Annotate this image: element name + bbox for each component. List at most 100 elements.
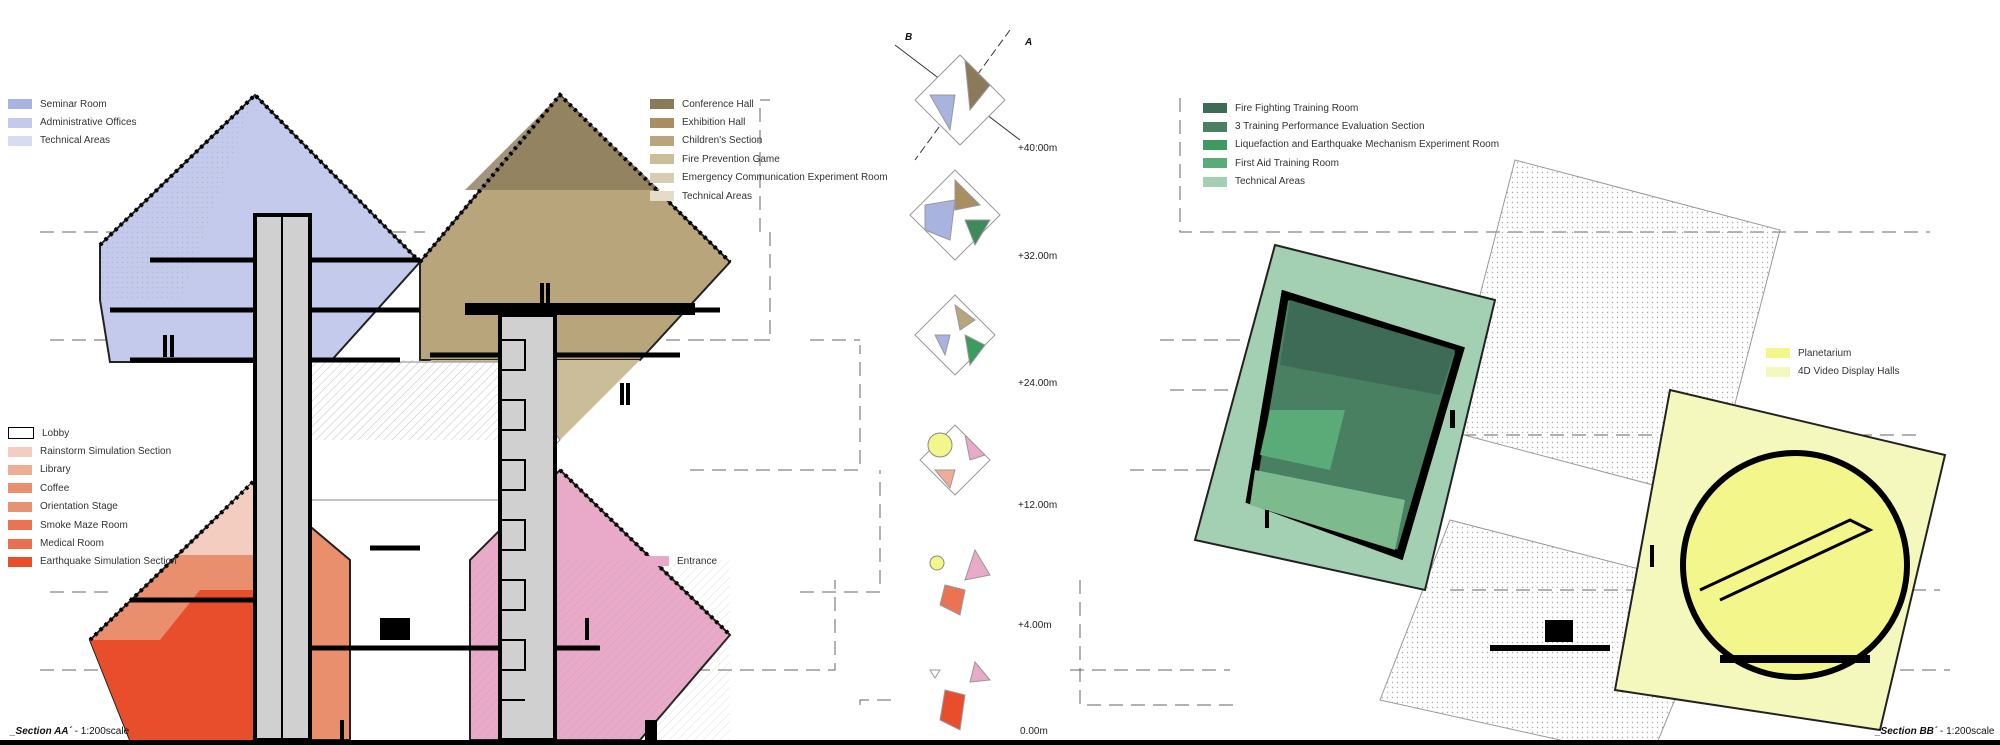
- section-bb-caption: _Section BB´ - 1:200scale: [1875, 726, 1995, 737]
- legend-item: Coffee: [8, 479, 177, 497]
- legend-label: Fire Fighting Training Room: [1235, 102, 1359, 114]
- level-label-40: +40:00m: [1018, 143, 1058, 154]
- legend-label: Technical Areas: [682, 190, 753, 202]
- legend-label: Smoke Maze Room: [40, 519, 128, 531]
- legend-label: 4D Video Display Halls: [1798, 366, 1900, 378]
- legend-label: Emergency Communication Experiment Room: [682, 172, 888, 184]
- level-label-24: +24.00m: [1018, 378, 1058, 389]
- legend-pink: Entrance: [645, 552, 717, 570]
- axis-label-a: A: [1025, 37, 1033, 48]
- legend-item: Fire Prevention Game: [650, 150, 888, 168]
- legend-swatch: [8, 427, 34, 440]
- section-aa-scale: - 1:200scale: [71, 726, 130, 737]
- section-aa-caption: _Section AA´ - 1:200scale: [10, 726, 129, 737]
- level-label-12: +12.00m: [1018, 500, 1058, 511]
- legend-swatch: [8, 520, 32, 531]
- legend-item: Fire Fighting Training Room: [1203, 99, 1499, 117]
- people-silhouettes: [163, 283, 1654, 740]
- legend-label: 3 Training Performance Evaluation Sectio…: [1235, 121, 1425, 133]
- legend-swatch: [1203, 139, 1227, 150]
- legend-item: Library: [8, 461, 177, 479]
- core-tower-right: [498, 313, 557, 742]
- legend-swatch: [8, 99, 32, 110]
- legend-item: 4D Video Display Halls: [1766, 362, 1900, 380]
- legend-swatch: [1203, 176, 1227, 187]
- legend-swatch: [8, 483, 32, 494]
- legend-swatch: [8, 117, 32, 128]
- level-label-0: 0.00m: [1020, 726, 1048, 737]
- legend-swatch: [8, 446, 32, 457]
- legend-swatch: [8, 556, 32, 567]
- legend-label: Seminar Room: [40, 98, 107, 110]
- legend-label: Children's Section: [682, 135, 763, 147]
- legend-swatch: [1203, 121, 1227, 132]
- legend-item: Entrance: [645, 552, 717, 570]
- legend-item: Administrative Offices: [8, 113, 137, 131]
- legend-label: Liquefaction and Earthquake Mechanism Ex…: [1235, 139, 1500, 151]
- axis-label-b: B: [905, 32, 913, 43]
- legend-swatch: [8, 135, 32, 146]
- legend-label: Medical Room: [40, 538, 104, 550]
- legend-item: Smoke Maze Room: [8, 516, 177, 534]
- legend-label: Planetarium: [1798, 347, 1852, 359]
- legend-label: Orientation Stage: [40, 501, 118, 513]
- legend-label: Rainstorm Simulation Section: [40, 446, 172, 458]
- legend-item: Technical Areas: [650, 187, 888, 205]
- section-bb-title: _Section BB´: [1875, 726, 1938, 737]
- legend-swatch: [8, 501, 32, 512]
- legend-item: Rainstorm Simulation Section: [8, 442, 177, 460]
- legend-label: Fire Prevention Game: [682, 153, 780, 165]
- section-bb: [1193, 159, 1947, 745]
- legend-item: Emergency Communication Experiment Room: [650, 169, 888, 187]
- legend-swatch: [650, 154, 674, 165]
- section-aa-title: _Section AA´: [10, 726, 72, 737]
- section-aa: [88, 92, 732, 742]
- legend-swatch: [650, 191, 674, 202]
- legend-item: First Aid Training Room: [1203, 154, 1499, 172]
- legend-yellow: Planetarium 4D Video Display Halls: [1766, 344, 1900, 381]
- legend-label: Library: [40, 464, 71, 476]
- legend-label: Lobby: [42, 427, 70, 439]
- legend-label: First Aid Training Room: [1235, 157, 1339, 169]
- legend-swatch: [8, 538, 32, 549]
- legend-swatch: [650, 117, 674, 128]
- legend-item: Technical Areas: [1203, 173, 1499, 191]
- legend-item: Medical Room: [8, 534, 177, 552]
- legend-label: Technical Areas: [40, 135, 111, 147]
- legend-item: Exhibition Hall: [650, 113, 888, 131]
- legend-swatch: [650, 99, 674, 110]
- ground-line: [0, 740, 2000, 745]
- level-label-4: +4.00m: [1018, 620, 1052, 631]
- legend-label: Exhibition Hall: [682, 117, 746, 129]
- legend-swatch: [1766, 366, 1790, 377]
- legend-item: Orientation Stage: [8, 498, 177, 516]
- section-bb-scale: - 1:200scale: [1937, 726, 1995, 737]
- legend-swatch: [650, 135, 674, 146]
- legend-item: Children's Section: [650, 132, 888, 150]
- legend-swatch: [1766, 348, 1790, 359]
- legend-item: Planetarium: [1766, 344, 1900, 362]
- legend-label: Earthquake Simulation Section: [40, 556, 177, 568]
- legend-item: 3 Training Performance Evaluation Sectio…: [1203, 117, 1499, 135]
- legend-item: Technical Areas: [8, 132, 137, 150]
- legend-label: Coffee: [40, 482, 70, 494]
- legend-swatch: [8, 464, 32, 475]
- legend-swatch: [645, 556, 669, 567]
- legend-swatch: [650, 172, 674, 183]
- legend-item: Earthquake Simulation Section: [8, 553, 177, 571]
- level-label-32: +32.00m: [1018, 251, 1058, 262]
- level-diagrams: [894, 29, 1021, 731]
- legend-label: Conference Hall: [682, 98, 754, 110]
- legend-item: Conference Hall: [650, 95, 888, 113]
- legend-label: Administrative Offices: [40, 117, 137, 129]
- legend-item: Seminar Room: [8, 95, 137, 113]
- legend-swatch: [1203, 103, 1227, 114]
- legend-item: Liquefaction and Earthquake Mechanism Ex…: [1203, 136, 1499, 154]
- legend-green: Fire Fighting Training Room 3 Training Pe…: [1203, 99, 1499, 191]
- legend-swatch: [1203, 158, 1227, 169]
- legend-item: Lobby: [8, 424, 177, 442]
